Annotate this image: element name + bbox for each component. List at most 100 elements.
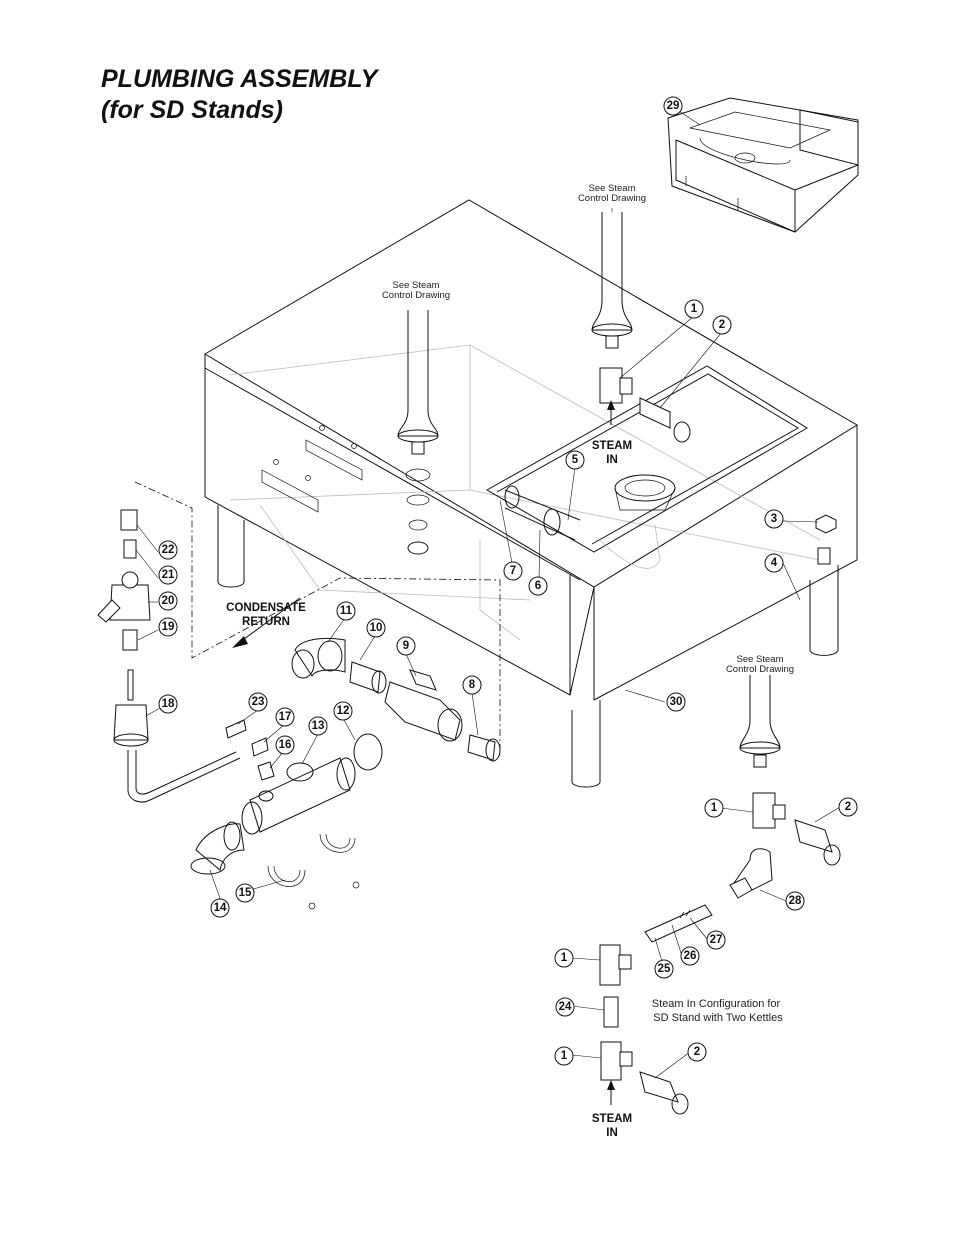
svg-text:9: 9 [403,640,409,652]
callout-12: 12 [333,701,353,721]
callout-8: 8 [462,675,482,695]
svg-text:2: 2 [694,1046,700,1058]
condensate-parts [97,481,501,803]
stand-30 [204,199,858,788]
svg-text:1: 1 [691,303,698,315]
callout-2-upper: 2 [712,315,732,335]
callout-11: 11 [336,601,356,621]
callout-9: 9 [396,636,416,656]
svg-text:21: 21 [162,569,175,581]
callout-29: 29 [663,96,683,116]
callout-15: 15 [235,883,255,903]
callout-10: 10 [366,618,386,638]
callout-26: 26 [680,946,700,966]
condensate-arrow-line [239,597,301,643]
steam-riser-mid [397,310,439,555]
callout-24: 24 [555,997,575,1017]
callout-27: 27 [706,930,726,950]
svg-text:3: 3 [771,513,777,525]
condensate-arrow-head [232,636,248,648]
note-see-steam-top-2: Control Drawing [578,193,646,204]
svg-text:1: 1 [711,802,718,814]
tee-assembly-12-17 [190,719,383,910]
callout-2-config: 2 [687,1042,707,1062]
leader-lines [135,106,841,1079]
steam-riser-top [591,212,633,349]
callout-7: 7 [503,561,523,581]
steam-in-lower-1: STEAM [592,1113,632,1125]
svg-text:18: 18 [162,698,175,710]
callout-23: 23 [248,692,268,712]
callout-1-right: 1 [704,798,724,818]
nut-and-nipple-3-4 [815,514,837,565]
svg-text:6: 6 [535,580,541,592]
svg-text:27: 27 [710,934,723,946]
svg-text:12: 12 [337,705,350,717]
upper-tee-union [599,367,691,443]
callout-3: 3 [764,509,784,529]
svg-text:17: 17 [279,711,292,723]
svg-text:26: 26 [684,950,697,962]
callout-1-config-b: 1 [554,1046,574,1066]
callout-5: 5 [565,450,585,470]
svg-text:14: 14 [214,902,227,914]
svg-text:1: 1 [561,952,568,964]
svg-text:10: 10 [370,622,383,634]
config-caption-2: SD Stand with Two Kettles [653,1012,783,1024]
svg-text:30: 30 [670,696,683,708]
svg-text:7: 7 [510,565,516,577]
steam-riser-right [739,675,781,768]
callout-18: 18 [158,694,178,714]
callout-21: 21 [158,565,178,585]
title-line-2: (for SD Stands) [101,96,283,124]
note-see-steam-top-1: See Steam [589,183,636,194]
svg-text:25: 25 [658,963,671,975]
svg-text:5: 5 [572,454,579,466]
callout-17: 17 [275,707,295,727]
svg-text:15: 15 [239,887,252,899]
callout-22: 22 [158,540,178,560]
callout-13: 13 [308,716,328,736]
callout-16: 16 [275,735,295,755]
callout-28: 28 [785,891,805,911]
condensate-return-1: CONDENSATE [226,602,306,614]
steam-in-config [599,792,841,1115]
svg-text:13: 13 [312,720,325,732]
note-see-steam-mid-2: Control Drawing [382,290,450,301]
kettle-pan-29 [667,97,859,233]
callout-20: 20 [158,591,178,611]
config-caption-1: Steam In Configuration for [652,998,781,1010]
svg-text:16: 16 [279,739,292,751]
svg-text:8: 8 [469,679,476,691]
svg-text:2: 2 [845,801,851,813]
svg-text:24: 24 [559,1001,572,1013]
callout-30: 30 [666,692,686,712]
svg-text:20: 20 [162,595,175,607]
callout-25: 25 [654,959,674,979]
note-see-steam-right-2: Control Drawing [726,664,794,675]
callout-14: 14 [210,898,230,918]
fittings-8-11 [291,637,501,762]
note-see-steam-right-1: See Steam [737,654,784,665]
svg-text:4: 4 [771,557,778,569]
callout-1-config-a: 1 [554,948,574,968]
condensate-return-2: RETURN [242,616,290,628]
callout-19: 19 [158,617,178,637]
title-line-1: PLUMBING ASSEMBLY [101,65,378,93]
svg-text:22: 22 [162,544,175,556]
svg-text:19: 19 [162,621,175,633]
callout-1-upper: 1 [684,299,704,319]
svg-text:2: 2 [719,319,725,331]
callout-4: 4 [764,553,784,573]
steam-in-upper-2: IN [606,454,618,466]
svg-text:29: 29 [667,100,680,112]
callout-6: 6 [528,576,548,596]
svg-text:1: 1 [561,1050,568,1062]
svg-text:11: 11 [340,605,353,617]
page-title: PLUMBING ASSEMBLY (for SD Stands) [101,64,377,126]
svg-text:28: 28 [789,895,802,907]
callout-2-right: 2 [838,797,858,817]
steam-in-upper-1: STEAM [592,440,632,452]
note-see-steam-mid-1: See Steam [393,280,440,291]
